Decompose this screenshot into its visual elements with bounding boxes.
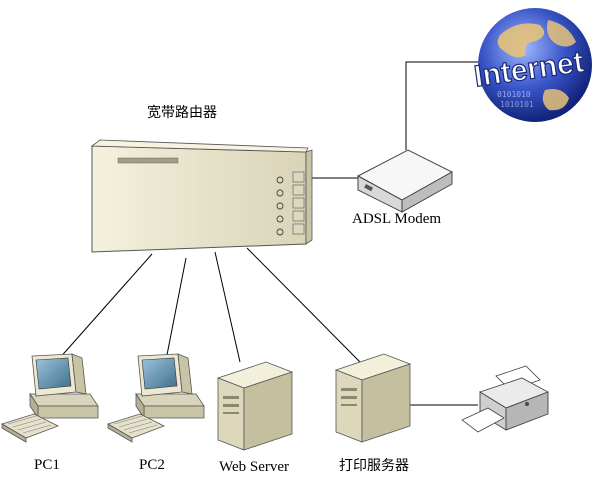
globe-icon: 0101010 1010101 Internet	[472, 8, 592, 122]
edge-router-pc2	[165, 257, 187, 361]
print-server-label: 打印服务器	[339, 458, 409, 474]
edge-router-printserver	[246, 247, 361, 363]
web-server-icon	[216, 361, 294, 451]
pc1-label: PC1	[34, 457, 60, 473]
svg-text:1010101: 1010101	[500, 100, 534, 109]
printer-icon	[461, 365, 550, 433]
modem-label: ADSL Modem	[352, 211, 442, 227]
web-server-label: Web Server	[219, 459, 290, 475]
modem-icon	[356, 149, 454, 213]
edge-router-pc1	[57, 253, 153, 361]
svg-text:0101010: 0101010	[497, 90, 531, 99]
edge-router-webserver	[214, 251, 241, 363]
pc2-label: PC2	[139, 457, 165, 473]
print-server-icon	[334, 353, 412, 443]
pc1-icon	[1, 353, 99, 443]
pc2-icon	[107, 353, 205, 443]
edge-modem-internet	[405, 61, 478, 150]
router-label: 宽带路由器	[147, 105, 217, 121]
router-icon	[90, 139, 313, 253]
